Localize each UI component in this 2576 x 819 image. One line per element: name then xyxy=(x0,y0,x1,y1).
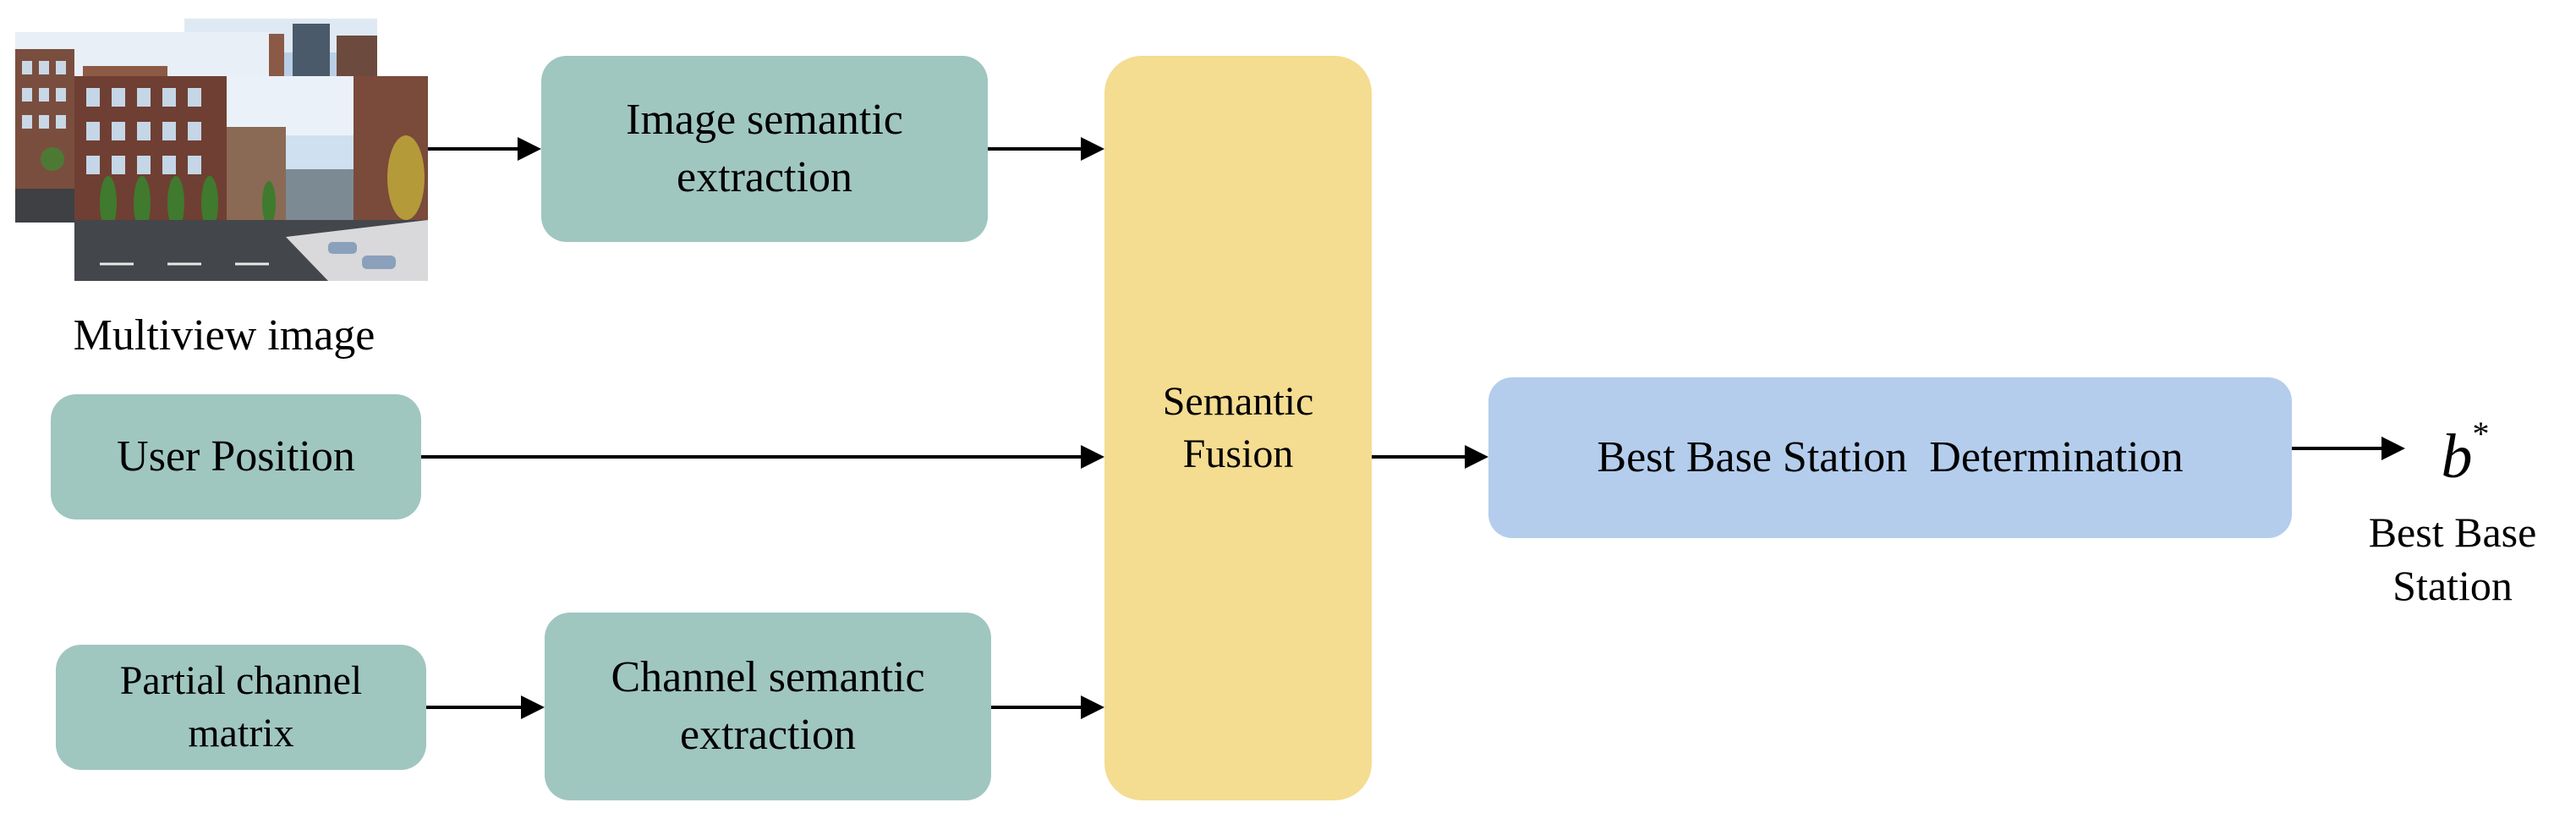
semantic-fusion-line2: Fusion xyxy=(1182,431,1294,476)
partial-channel-matrix-line1: Partial channel xyxy=(119,657,363,703)
partial-channel-matrix-line2: matrix xyxy=(188,711,294,756)
image-semantic-extraction-line1: Image semantic xyxy=(626,96,903,145)
arrow-user-position-to-fusion xyxy=(421,445,1104,469)
arrow-fusion-to-determination xyxy=(1372,445,1488,469)
user-position-label: User Position xyxy=(117,432,355,481)
channel-semantic-extraction-box: Channel semantic extraction xyxy=(545,613,991,800)
channel-semantic-extraction-line1: Channel semantic xyxy=(611,653,925,702)
output-symbol-letter: b xyxy=(2441,422,2473,492)
multiview-image-caption: Multiview image xyxy=(73,311,375,360)
best-base-station-determination-box: Best Base Station Determination xyxy=(1488,377,2292,538)
arrow-image-to-extraction xyxy=(428,137,541,161)
output-caption: Best Base Station xyxy=(2334,506,2571,612)
channel-semantic-extraction-line2: extraction xyxy=(680,711,856,759)
output-symbol-superscript: * xyxy=(2472,415,2490,453)
output-caption-line1: Best Base xyxy=(2368,508,2537,556)
semantic-fusion-line1: Semantic xyxy=(1162,378,1314,424)
arrow-channel-extraction-to-fusion xyxy=(991,695,1104,719)
arrow-image-extraction-to-fusion xyxy=(988,137,1104,161)
user-position-box: User Position xyxy=(51,394,421,519)
output-caption-line2: Station xyxy=(2392,561,2513,609)
arrow-channel-matrix-to-extraction xyxy=(426,695,545,719)
partial-channel-matrix-box: Partial channel matrix xyxy=(56,645,426,770)
best-base-station-determination-label: Best Base Station Determination xyxy=(1597,433,2184,482)
image-semantic-extraction-box: Image semantic extraction xyxy=(541,56,988,242)
image-semantic-extraction-line2: extraction xyxy=(677,153,852,201)
multiview-image-front xyxy=(74,76,428,281)
output-symbol: b* xyxy=(2419,413,2512,497)
semantic-fusion-box: Semantic Fusion xyxy=(1104,56,1372,800)
arrow-determination-to-output xyxy=(2292,437,2405,460)
